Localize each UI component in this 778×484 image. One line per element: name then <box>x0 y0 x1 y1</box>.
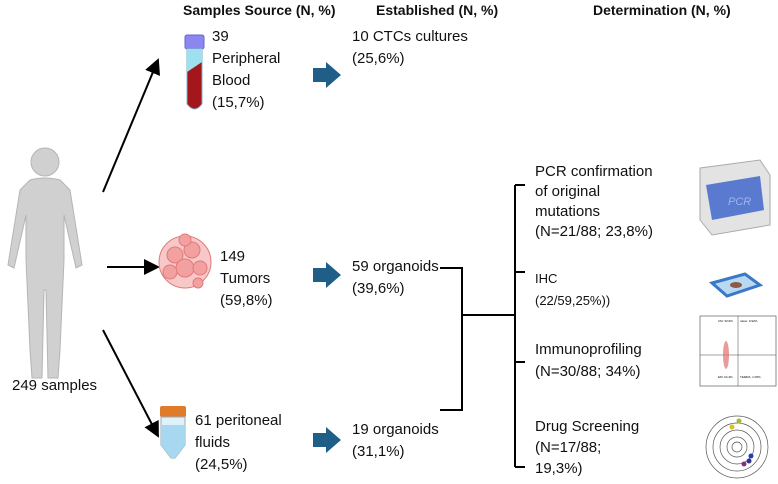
header-determination: Determination (N, %) <box>593 2 731 18</box>
svg-text:EM: 64.4%: EM: 64.4% <box>718 375 733 379</box>
established-ctc: 10 CTCs cultures (25,6%) <box>352 28 468 67</box>
falcon-tube-icon <box>160 406 186 459</box>
tumor-icon <box>158 233 212 289</box>
determination-immunoprofiling: Immunoprofiling (N=30/88; 34%) <box>535 341 642 380</box>
flow-cytometry-plot-icon: CM: 33.6% naive: 0.92% EM: 64.4% TEMRA: 1.… <box>699 315 777 387</box>
svg-text:naive: 0.92%: naive: 0.92% <box>740 319 758 323</box>
block-arrow-2 <box>313 262 341 288</box>
arrow-to-blood <box>102 58 160 193</box>
block-arrow-3 <box>313 427 341 453</box>
svg-text:TEMRA: 1.05%: TEMRA: 1.05% <box>740 375 761 379</box>
determination-pcr: PCR confirmation of original mutations (… <box>535 163 653 240</box>
total-samples: 249 samples <box>12 377 98 394</box>
svg-text:PCR: PCR <box>728 196 751 208</box>
established-peritoneal-organoids: 19 organoids (31,1%) <box>352 421 439 460</box>
arrow-to-peritoneal <box>102 329 159 438</box>
microscope-slide-icon <box>708 272 764 298</box>
human-figure-icon <box>7 147 83 379</box>
blood-tube-icon <box>184 34 205 110</box>
blue-arrows <box>313 62 341 453</box>
header-established: Established (N, %) <box>376 2 499 18</box>
drug-screening-radar-icon <box>705 415 769 479</box>
header-source: Samples Source (N, %) <box>183 2 336 18</box>
block-arrow-1 <box>313 62 341 88</box>
established-tumor-organoids: 59 organoids (39,6%) <box>352 258 439 297</box>
source-tumors: 149 Tumors (59,8%) <box>220 248 273 309</box>
connector-lines <box>440 184 525 468</box>
determination-ihc: IHC (22/59,25%)) <box>535 271 611 308</box>
svg-text:CM: 33.6%: CM: 33.6% <box>718 319 733 323</box>
source-blood: 39 Peripheral Blood (15,7%) <box>212 28 281 111</box>
determination-drug-screening: Drug Screening (N=17/88; 19,3%) <box>535 418 640 477</box>
pcr-machine-icon: PCR <box>699 159 771 236</box>
source-peritoneal: 61 peritoneal fluids (24,5%) <box>195 412 282 473</box>
